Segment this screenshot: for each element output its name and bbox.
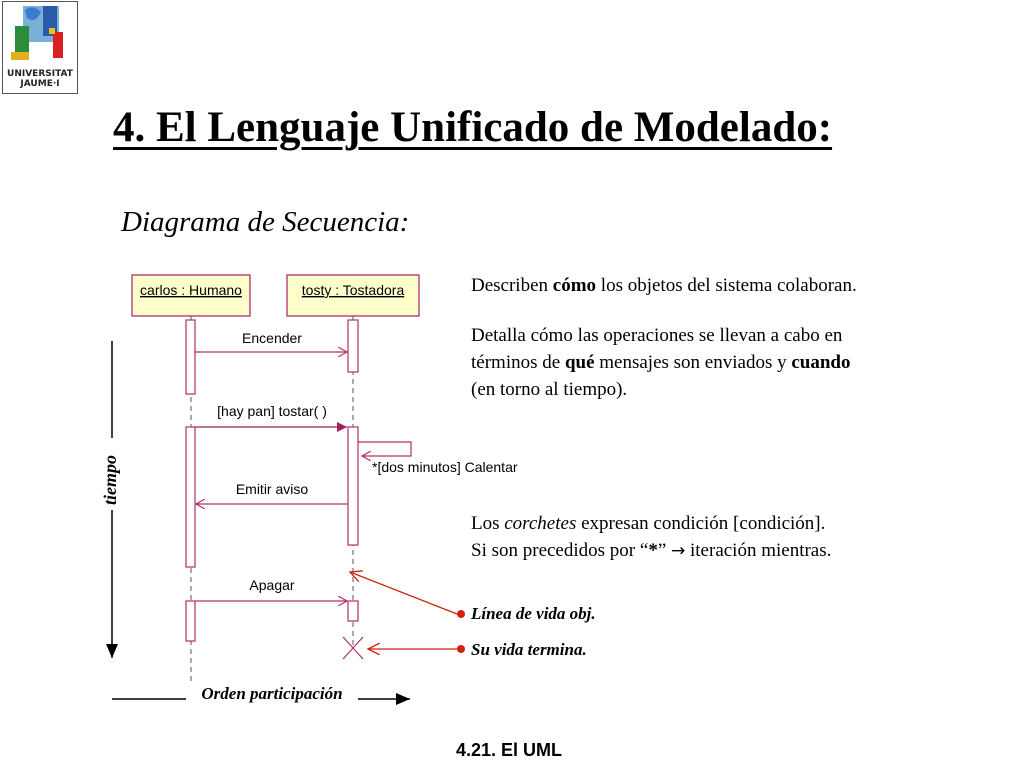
p3-l2e: iteración mientras. — [685, 540, 832, 561]
activation-tosty-2 — [347, 426, 359, 546]
time-axis-label: tiempo — [100, 455, 120, 505]
object-label-carlos: carlos : Humano — [140, 282, 242, 298]
object-box-tosty: tosty : Tostadora — [286, 274, 420, 317]
slide-footer: 4.21. El UML — [456, 740, 563, 760]
time-axis-label-bg — [98, 438, 126, 510]
bullet-destroy-icon — [457, 645, 465, 653]
bullet-lifeline-icon — [457, 610, 465, 618]
p1-text-a: Describen — [471, 275, 553, 296]
logo-text-line2: JAUME·I — [20, 79, 60, 89]
p2-bold-cuando: cuando — [791, 352, 851, 373]
logo-text-line1: UNIVERSITAT — [7, 69, 73, 79]
p3-bold-asterisk: * — [648, 540, 658, 561]
university-logo: UNIVERSITAT JAUME·I — [2, 1, 78, 94]
p2-line1: Detalla cómo las operaciones se llevan a… — [471, 325, 843, 346]
object-box-carlos: carlos : Humano — [131, 274, 251, 317]
message-arrow-calentar — [358, 441, 412, 456]
p3-line2: Si son precedidos por “*” → iteración mi… — [471, 537, 831, 565]
arrow-right-icon: → — [671, 541, 686, 561]
object-label-tosty: tosty : Tostadora — [302, 282, 405, 298]
pointer-lifeline — [350, 572, 458, 615]
annotation-lifeline: Línea de vida obj. — [471, 604, 596, 623]
message-label-tostar: [hay pan] tostar( ) — [217, 403, 327, 419]
message-label-emitir: Emitir aviso — [236, 481, 309, 497]
p2-line3: (en torno al tiempo). — [471, 379, 628, 400]
detail-paragraph: Detalla cómo las operaciones se llevan a… — [471, 322, 850, 403]
p2-bold-que: qué — [564, 352, 595, 373]
slide-title: 4. El Lenguaje Unificado de Modelado: — [113, 104, 833, 151]
p3-l2c: ” — [657, 540, 671, 561]
activation-carlos-2 — [185, 426, 196, 568]
activation-tosty-1 — [347, 319, 359, 373]
message-label-encender: Encender — [242, 330, 302, 346]
p3-l2a: Si son precedidos por “ — [471, 540, 649, 561]
brackets-paragraph: Los corchetes expresan condición [condic… — [471, 510, 831, 565]
p3-line1: Los corchetes expresan condición [condic… — [471, 510, 831, 537]
p3-italic-corchetes: corchetes — [504, 513, 577, 534]
activation-tosty-3 — [347, 600, 359, 622]
p2-line2: términos de qué mensajes son enviados y … — [471, 349, 850, 376]
p1-text-c: los objetos del sistema colaboran. — [596, 275, 857, 296]
p1-bold-como: cómo — [552, 275, 597, 296]
activation-carlos-1 — [185, 319, 196, 395]
slide-subtitle: Diagrama de Secuencia: — [121, 206, 410, 238]
message-label-calentar: *[dos minutos] Calentar — [372, 459, 518, 475]
description-paragraph: Describen cómo los objetos del sistema c… — [471, 272, 857, 299]
message-label-apagar: Apagar — [249, 577, 294, 593]
order-axis-label: Orden participación — [201, 684, 342, 703]
p2-l2c: mensajes son enviados y — [594, 352, 792, 373]
p3-l1a: Los — [471, 513, 505, 534]
order-axis-label-bg — [186, 682, 358, 706]
activation-carlos-3 — [185, 600, 196, 642]
p2-l2a: términos de — [471, 352, 565, 373]
destroy-x-icon — [342, 636, 364, 660]
logo-emblem-icon — [11, 6, 63, 60]
annotation-destroy: Su vida termina. — [471, 640, 587, 659]
p3-l1c: expresan condición [condición]. — [576, 513, 826, 534]
